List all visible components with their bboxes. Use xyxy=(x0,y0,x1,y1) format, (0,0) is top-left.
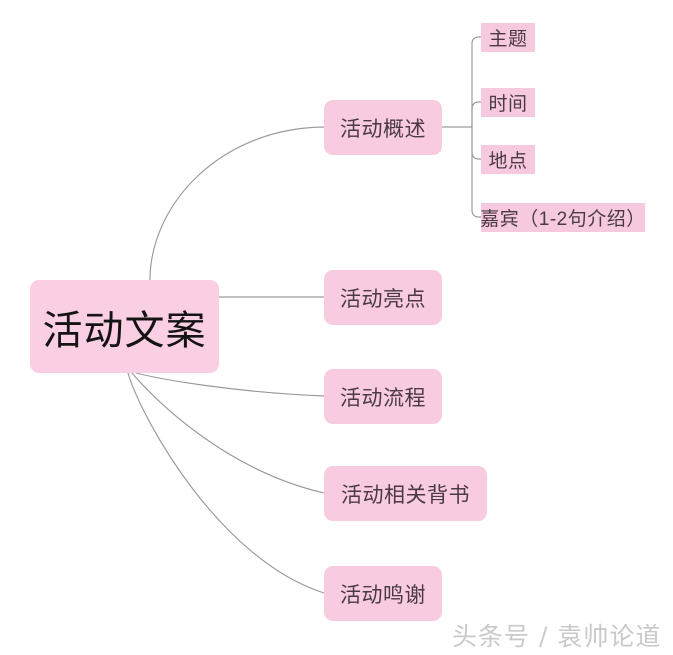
node-theme-label: 主题 xyxy=(488,29,528,50)
node-root-label: 活动文案 xyxy=(42,308,207,353)
node-activity-highlights[interactable]: 活动亮点 xyxy=(324,270,442,325)
node-activity-process-label: 活动流程 xyxy=(340,386,426,410)
node-guest[interactable]: 嘉宾（1-2句介绍） xyxy=(480,203,646,232)
node-location-label: 地点 xyxy=(488,151,528,172)
node-guest-label: 嘉宾（1-2句介绍） xyxy=(480,209,646,230)
node-root-activity-copy[interactable]: 活动文案 xyxy=(30,280,219,373)
node-theme[interactable]: 主题 xyxy=(481,23,535,52)
node-activity-highlights-label: 活动亮点 xyxy=(340,287,426,311)
node-time[interactable]: 时间 xyxy=(481,88,535,117)
watermark: 头条号 / 袁帅论道 xyxy=(452,617,661,653)
node-activity-process[interactable]: 活动流程 xyxy=(324,369,442,424)
node-location[interactable]: 地点 xyxy=(481,145,535,174)
node-activity-thanks-label: 活动鸣谢 xyxy=(340,583,426,607)
connector-trunk-to-theme xyxy=(471,36,482,128)
connector-trunk-to-place xyxy=(471,126,482,160)
connector-root-to-overview xyxy=(149,126,325,281)
connector-trunk-to-time xyxy=(471,101,482,128)
node-activity-overview[interactable]: 活动概述 xyxy=(324,100,442,155)
connector-root-to-endorsement xyxy=(131,372,325,494)
node-activity-thanks[interactable]: 活动鸣谢 xyxy=(324,566,442,621)
node-activity-overview-label: 活动概述 xyxy=(340,117,426,141)
node-activity-endorsement[interactable]: 活动相关背书 xyxy=(324,466,487,521)
connector-root-to-process xyxy=(135,372,325,397)
connector-root-to-thanks xyxy=(127,372,325,594)
node-time-label: 时间 xyxy=(488,94,528,115)
watermark-text: 头条号 / 袁帅论道 xyxy=(452,622,662,651)
node-activity-endorsement-label: 活动相关背书 xyxy=(341,483,470,507)
